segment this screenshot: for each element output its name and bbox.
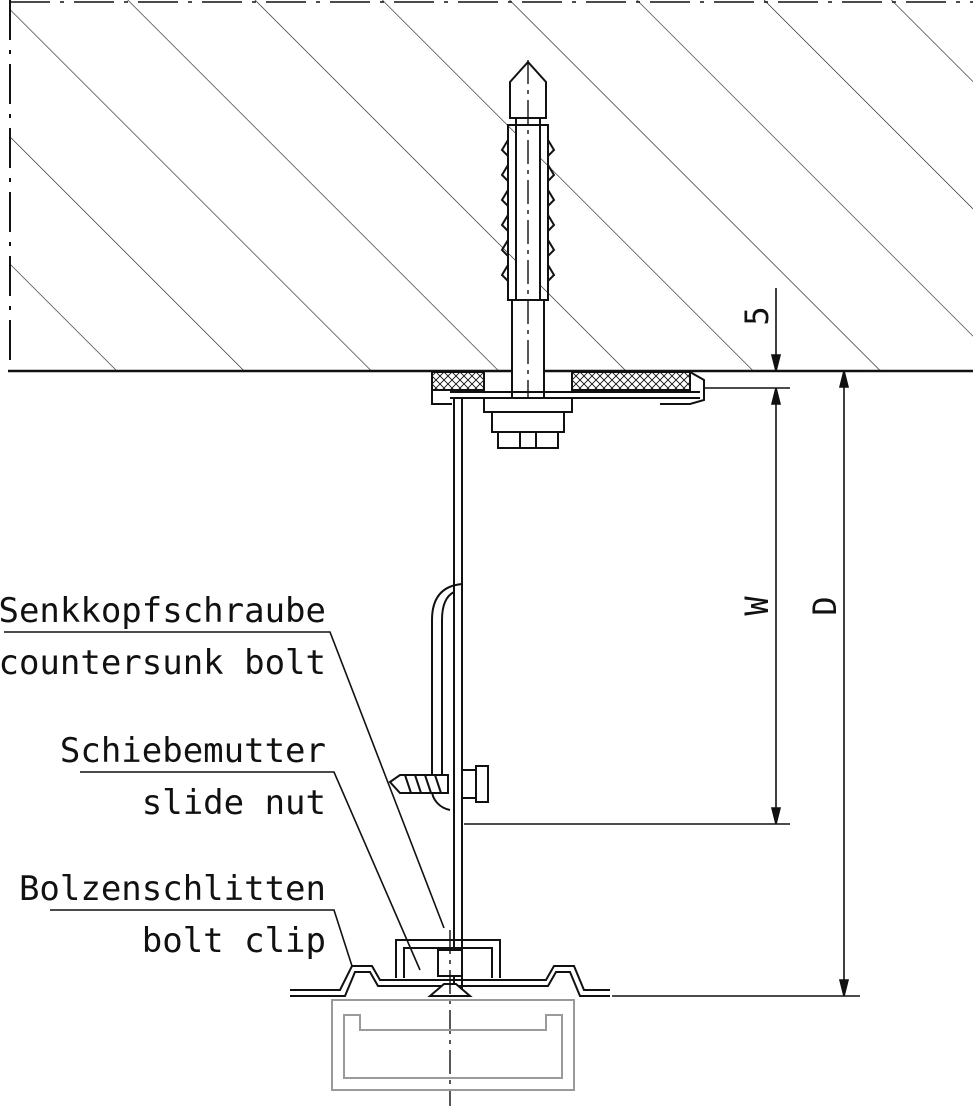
callout-countersunk-bolt-de: Senkkopfschraube	[0, 591, 326, 631]
rail-profile	[331, 999, 575, 1091]
callout-leaders	[4, 631, 445, 971]
dimension-gap-label: 5	[738, 306, 776, 325]
dimension-w-label: W	[738, 596, 776, 616]
callout-bolt-clip-en: bolt clip	[142, 921, 326, 961]
callout-slide-nut-de: Schiebemutter	[60, 731, 326, 771]
hanger-bracket	[450, 391, 700, 990]
callout-slide-nut-en: slide nut	[142, 783, 326, 823]
callout-bolt-clip-de: Bolzenschlitten	[19, 869, 326, 909]
anchor-dowel	[500, 60, 556, 410]
isolation-pad	[431, 371, 705, 405]
spring-clip	[431, 583, 463, 811]
dimension-lines	[464, 288, 860, 997]
bolt-clip-assembly	[290, 930, 610, 1106]
concrete-ceiling	[8, 0, 973, 373]
callout-countersunk-bolt-en: countersunk bolt	[0, 643, 326, 683]
dimension-d-label: D	[806, 596, 844, 615]
self-drilling-screw	[388, 765, 489, 803]
